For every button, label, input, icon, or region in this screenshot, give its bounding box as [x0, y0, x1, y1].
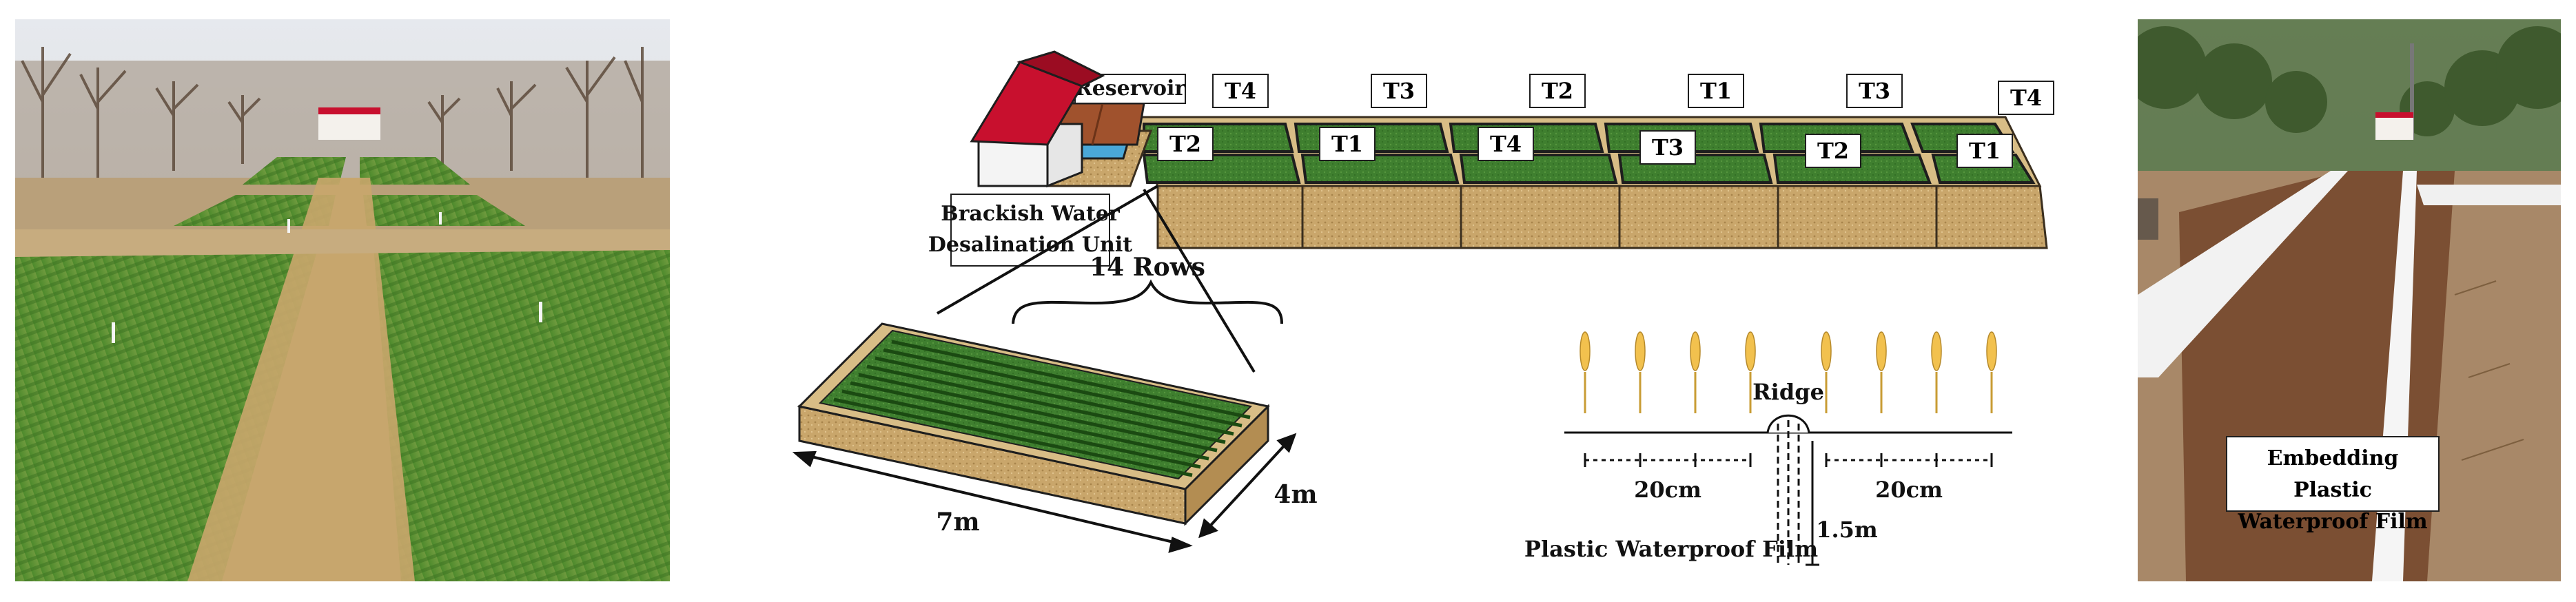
rows-label: 14 Rows: [1090, 253, 1205, 282]
treatment-front-1: T2: [1169, 131, 1201, 157]
width-label: 4m: [1274, 480, 1317, 509]
embedding-label-line2: Waterproof Film: [2238, 510, 2428, 534]
desalination-house: [970, 50, 1105, 188]
treatment-front-6: T1: [1969, 138, 2001, 164]
desalination-label-line2: Desalination Unit: [928, 233, 1132, 257]
treatment-front-4: T3: [1652, 134, 1684, 160]
treatment-back-1: T4: [1225, 78, 1256, 104]
spacing-right-label: 20cm: [1875, 477, 1943, 503]
treatment-front-2: T1: [1331, 131, 1363, 157]
treatment-back-6: T4: [2010, 85, 2042, 111]
embedding-label-box: Embedding Plastic Waterproof Film: [2226, 436, 2440, 534]
ridge-section: [1564, 331, 2012, 566]
experimental-layout-diagram: Reservoir Brackish Water Desalination Un…: [662, 0, 2136, 599]
single-plot: [797, 322, 1271, 526]
embedding-label-line1: Embedding Plastic: [2267, 446, 2399, 502]
treatment-front-5: T2: [1817, 138, 1849, 164]
wheat-field-photo: [15, 19, 670, 581]
treatment-back-5: T3: [1859, 78, 1890, 104]
plot-strip: [1128, 116, 2048, 249]
width-dimension: [1198, 433, 1297, 539]
film-label: Plastic Waterproof Film: [1524, 536, 1818, 562]
embedding-film-illustration: [2138, 19, 2561, 581]
desalination-label-line1: Brackish Water: [941, 202, 1121, 226]
wheat-field-illustration: [15, 19, 670, 581]
layout-svg: Reservoir Brackish Water Desalination Un…: [792, 50, 2054, 566]
treatment-front-3: T4: [1490, 131, 1522, 157]
depth-label: 1.5m: [1816, 517, 1878, 543]
length-dimension: [792, 450, 1193, 553]
zoom-lines: [936, 185, 1256, 373]
ridge-label: Ridge: [1752, 379, 1824, 405]
wheat-icons: [1580, 331, 1997, 413]
rows-brace: [1012, 279, 1283, 324]
embedding-film-photo: Embedding Plastic Waterproof Film: [2138, 19, 2561, 581]
treatment-back-3: T2: [1542, 78, 1573, 104]
desalination-label-box: Brackish Water Desalination Unit: [928, 194, 1132, 267]
length-label: 7m: [936, 508, 979, 537]
spacing-left-label: 20cm: [1634, 477, 1701, 503]
treatment-back-2: T3: [1383, 78, 1415, 104]
treatment-back-4: T1: [1700, 78, 1732, 104]
treatment-labels: T4 T3 T2 T1 T3 T4 T2 T1 T4 T3 T2 T1: [1157, 74, 2054, 168]
